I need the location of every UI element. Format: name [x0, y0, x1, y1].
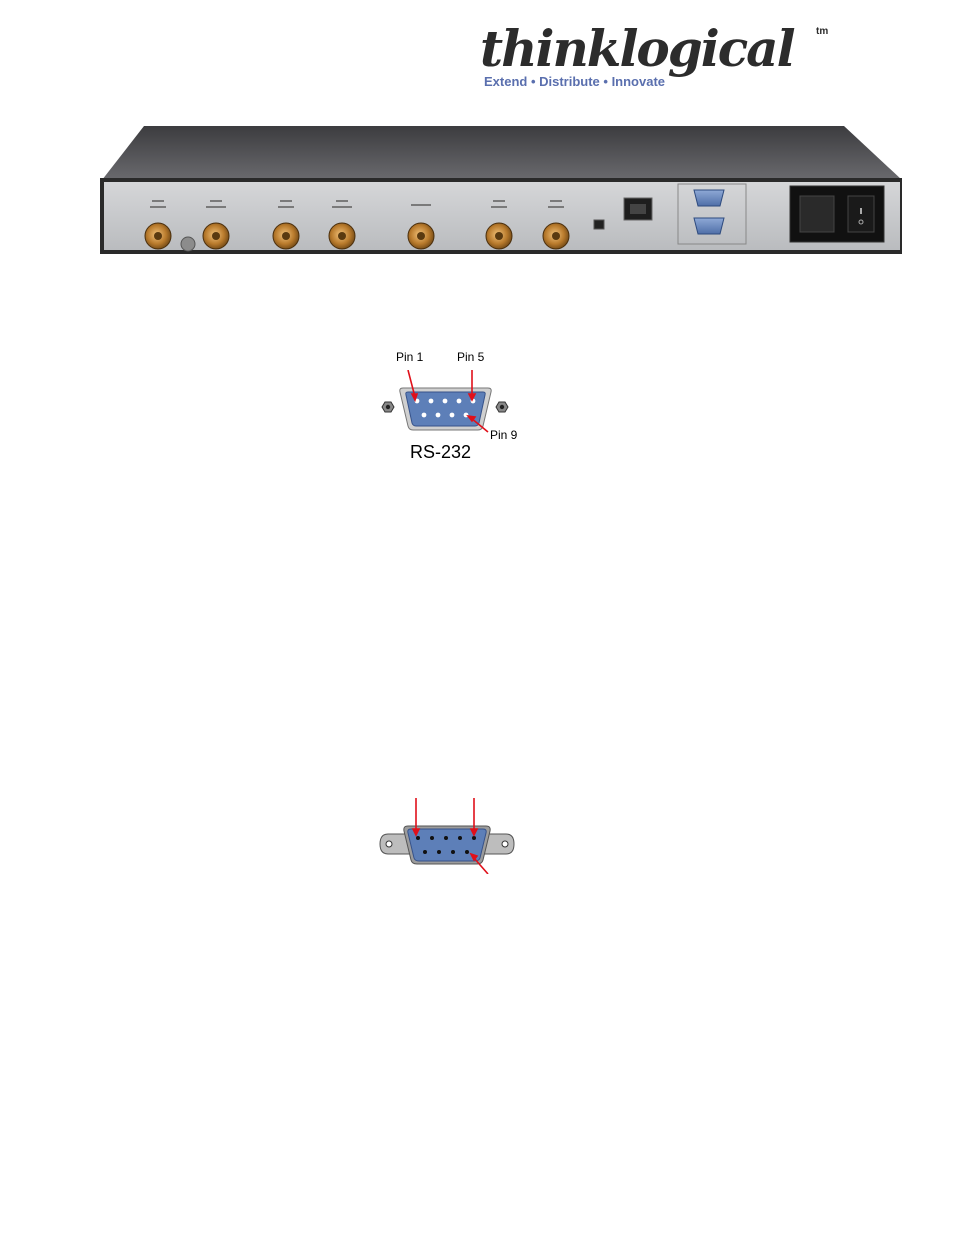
- rs232-connector-title: RS-232: [410, 442, 472, 462]
- thinklogical-logo: thinklogical tm Extend • Distribute • In…: [480, 22, 830, 92]
- logo-trademark: tm: [816, 26, 829, 37]
- pin-1-label: Pin 1: [396, 350, 424, 364]
- pin-9-label: Pin 9: [490, 428, 518, 442]
- rs232-connector-diagram-bottom: [379, 798, 515, 874]
- logo-tagline: Extend • Distribute • Innovate: [484, 74, 666, 89]
- rear-panel-photo: [100, 126, 902, 254]
- pin-5-label: Pin 5: [457, 350, 485, 364]
- logo-wordmark: thinklogical: [480, 19, 796, 78]
- rs232-connector-diagram-top: [381, 370, 509, 433]
- bnc-connectors: [144, 222, 570, 250]
